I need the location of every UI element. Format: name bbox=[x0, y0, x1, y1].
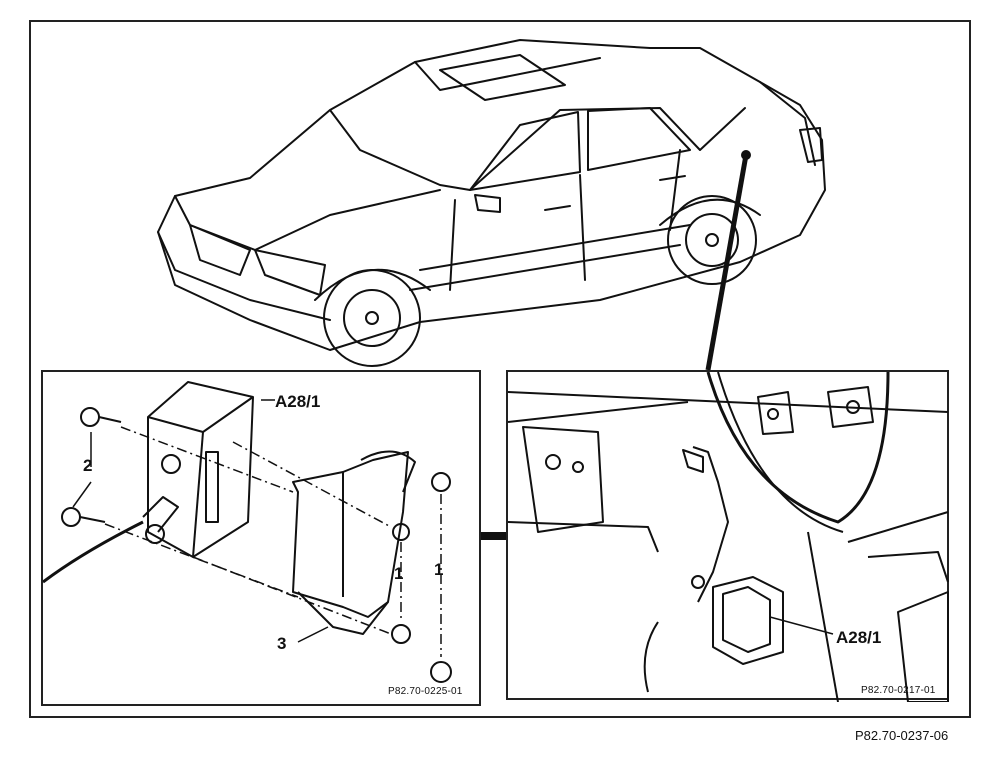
figure-id: P82.70-0237-06 bbox=[855, 728, 949, 743]
bracket-label: 3 bbox=[277, 634, 287, 653]
nut-label-inner: 1 bbox=[394, 564, 404, 583]
left-inset-ref: P82.70-0225-01 bbox=[388, 686, 463, 697]
module-label: A28/1 bbox=[275, 392, 321, 411]
nut-label-outer: 1 bbox=[434, 560, 444, 579]
installation-location-drawing bbox=[508, 372, 949, 702]
module-location-label: A28/1 bbox=[836, 628, 882, 647]
exploded-view-inset: A28/1 2 1 1 3 P82.70-0225-01 bbox=[41, 370, 481, 706]
exploded-view-drawing bbox=[43, 381, 452, 683]
diagram-frame bbox=[29, 20, 971, 718]
installation-location-inset: A28/1 P82.70-0217-01 bbox=[506, 370, 949, 702]
right-inset-ref: P82.70-0217-01 bbox=[861, 685, 936, 696]
bolt-label: 2 bbox=[83, 456, 93, 475]
